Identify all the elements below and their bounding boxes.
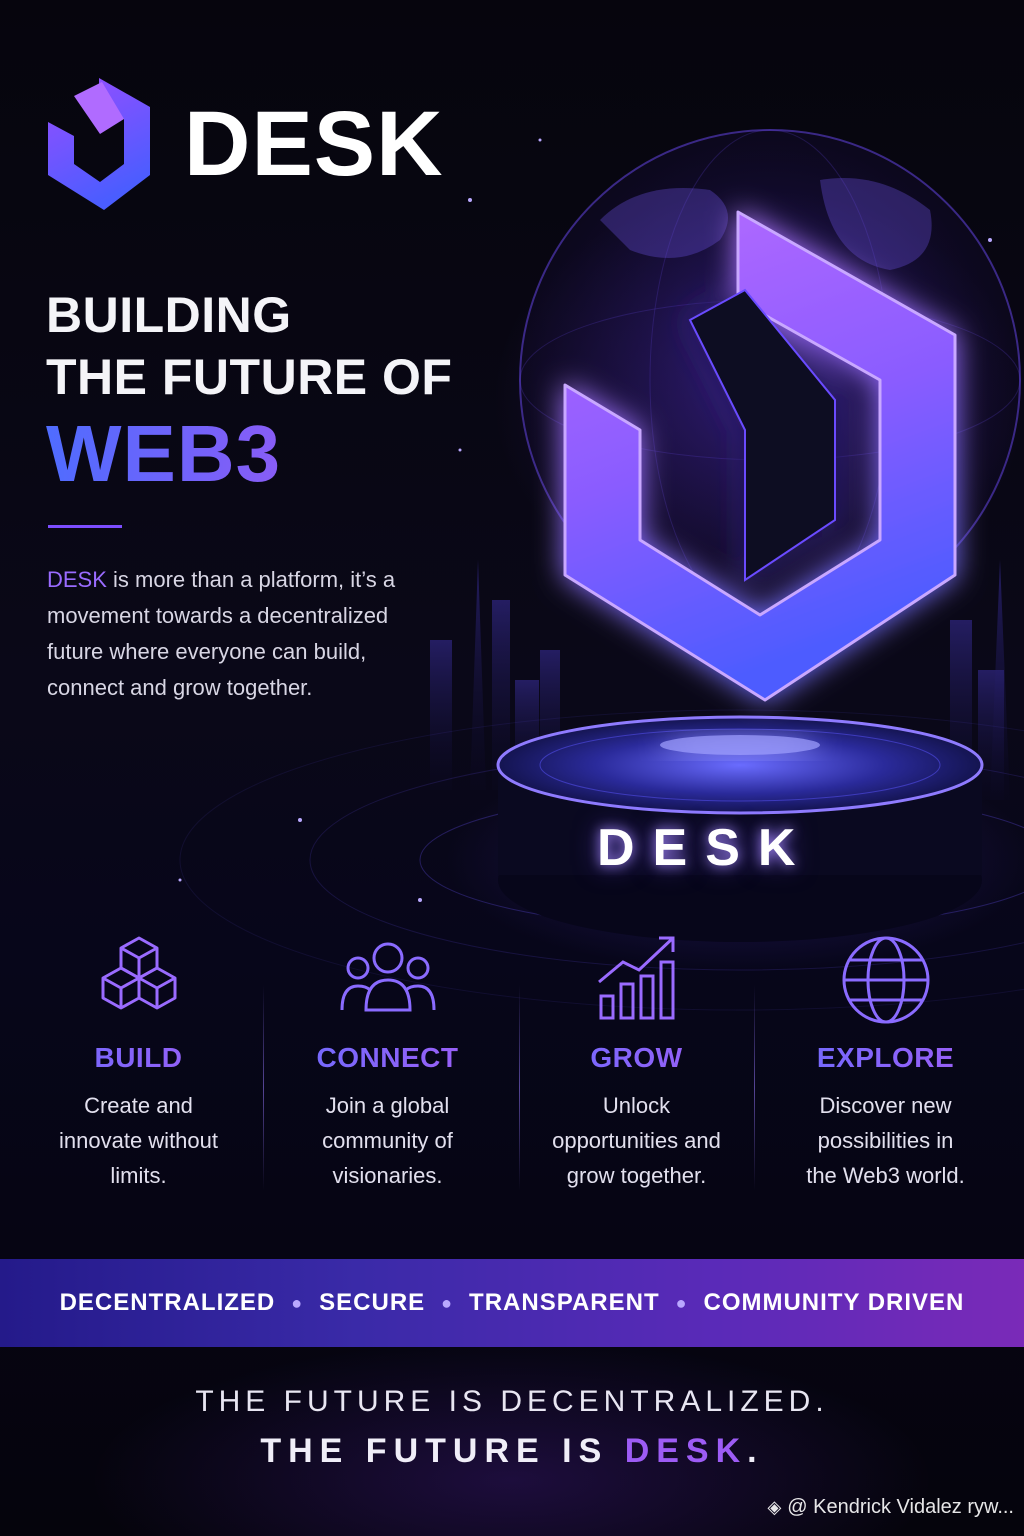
feature-explore: EXPLORE Discover new possibilities in th…: [761, 930, 1010, 1230]
tagline-prefix: THE FUTURE IS: [260, 1432, 625, 1470]
city-skyline: [430, 560, 1010, 800]
value-item: TRANSPARENT: [469, 1289, 660, 1316]
brand-name: DESK: [184, 93, 444, 195]
people-icon: [340, 942, 435, 1012]
description-highlight: DESK: [47, 567, 107, 592]
desk-logo-icon: [48, 78, 150, 210]
feature-title: EXPLORE: [761, 1042, 1010, 1074]
feature-divider: [263, 985, 264, 1190]
pedestal: [496, 715, 984, 942]
separator-dot: ●: [441, 1292, 454, 1313]
feature-title: GROW: [512, 1042, 761, 1074]
headline-accent: WEB3: [46, 408, 452, 500]
feature-build: BUILD Create and innovate without limits…: [14, 930, 263, 1230]
features-row: BUILD Create and innovate without limits…: [14, 930, 1010, 1230]
feature-title: BUILD: [14, 1042, 263, 1074]
feature-text: Discover new possibilities in the Web3 w…: [806, 1093, 965, 1188]
feature-text: Create and innovate without limits.: [59, 1093, 218, 1188]
feature-text: Unlock opportunities and grow together.: [552, 1093, 721, 1188]
value-item: DECENTRALIZED: [59, 1289, 276, 1316]
headline-divider: [48, 525, 122, 528]
separator-dot: ●: [291, 1292, 304, 1313]
feature-connect: CONNECT Join a global community of visio…: [263, 930, 512, 1230]
values-banner: DECENTRALIZED ● SECURE ● TRANSPARENT ● C…: [0, 1259, 1024, 1347]
tagline-suffix: .: [747, 1432, 764, 1470]
feature-divider: [519, 985, 520, 1190]
cubes-icon: [101, 936, 176, 1010]
watermark-text: @ Kendrick Vidalez ryw...: [787, 1496, 1014, 1518]
description: DESK is more than a platform, it’s a mov…: [47, 562, 407, 706]
feature-title: CONNECT: [263, 1042, 512, 1074]
headline-line-2: THE FUTURE OF: [46, 349, 453, 405]
tagline-line-2: THE FUTURE IS DESK.: [0, 1432, 1024, 1471]
separator-dot: ●: [675, 1292, 688, 1313]
value-item: COMMUNITY DRIVEN: [703, 1289, 965, 1316]
feature-divider: [754, 985, 755, 1190]
headline: BUILDING THE FUTURE OF WEB3: [46, 284, 452, 500]
description-text: is more than a platform, it’s a movement…: [47, 567, 396, 700]
watermark: ◈ @ Kendrick Vidalez ryw...: [767, 1496, 1014, 1519]
tagline-line-1: THE FUTURE IS DECENTRALIZED.: [195, 1385, 829, 1418]
growth-chart-icon: [597, 936, 674, 1020]
hero-desk-logo-icon: [563, 210, 957, 702]
brand-header: DESK: [44, 74, 444, 214]
feature-grow: GROW Unlock opportunities and grow toget…: [512, 930, 761, 1230]
globe-icon: [842, 936, 929, 1024]
pedestal-label: DESK: [597, 819, 814, 877]
tagline-accent: DESK: [624, 1432, 748, 1470]
feature-text: Join a global community of visionaries.: [322, 1093, 453, 1188]
headline-line-1: BUILDING: [46, 287, 292, 343]
diamond-logo-icon: ◈: [767, 1497, 782, 1517]
value-item: SECURE: [319, 1289, 426, 1316]
